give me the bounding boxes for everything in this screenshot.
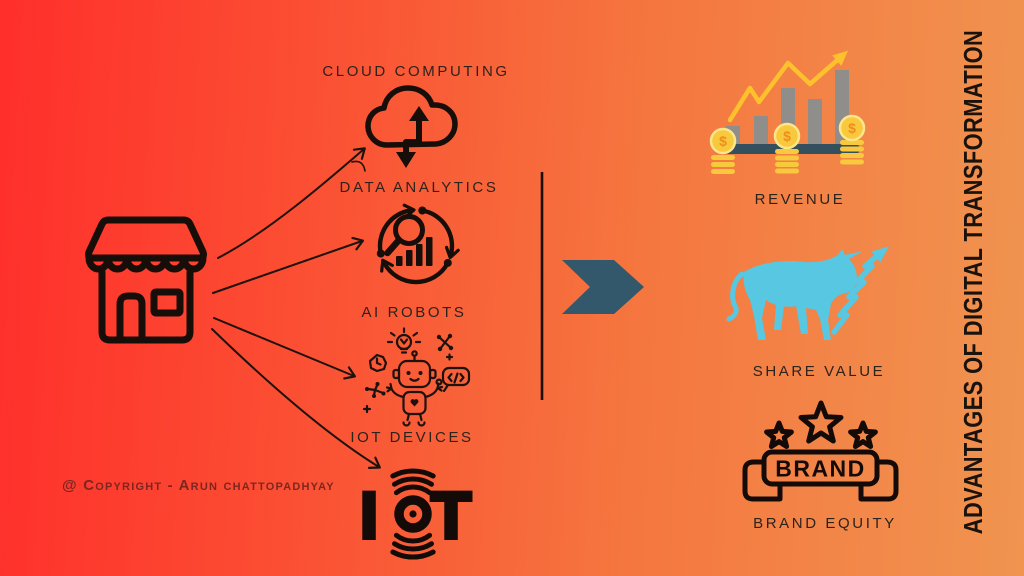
arrow-store-to-cloud [217,147,366,259]
analytics-magnifier-icon [376,203,460,285]
coin-dollar-symbol: $ [783,128,791,144]
bull-market-icon [726,246,889,340]
label-iot-devices: IOT DEVICES [350,429,474,446]
arrow-flourish [351,160,366,172]
label-brand-equity: BRAND EQUITY [753,515,897,532]
storefront-icon [85,216,207,344]
cloud-sync-icon [365,85,458,168]
arrow-store-to-iot [211,328,381,470]
vertical-title: ADVANTAGES OF DIGITAL TRANSFORMATION [957,29,988,535]
coin-dollar-symbol: $ [719,133,727,149]
iot-signal-icon: I T [358,468,473,560]
label-share-value: SHARE VALUE [752,363,886,380]
iot-letter-t: T [431,478,471,552]
iot-letter-i: I [360,478,378,552]
label-revenue: REVENUE [754,191,846,208]
brand-badge-text: BRAND [775,456,866,482]
label-data-analytics: DATA ANALYTICS [339,179,499,196]
revenue-chart-icon: $ $ $ [709,50,866,174]
copyright-text: @ Copyright - Arun chattopadhyay [62,477,335,494]
brand-ribbon-icon: BRAND [742,400,899,502]
robot-doodle-icon [362,327,471,427]
label-ai-robots: AI ROBOTS [361,304,467,321]
coin-dollar-symbol: $ [848,120,856,136]
arrow-store-to-analytics [212,236,365,294]
chevron-right-icon [562,260,644,314]
arrow-store-to-robots [213,317,357,380]
label-cloud-computing: CLOUD COMPUTING [322,63,510,80]
